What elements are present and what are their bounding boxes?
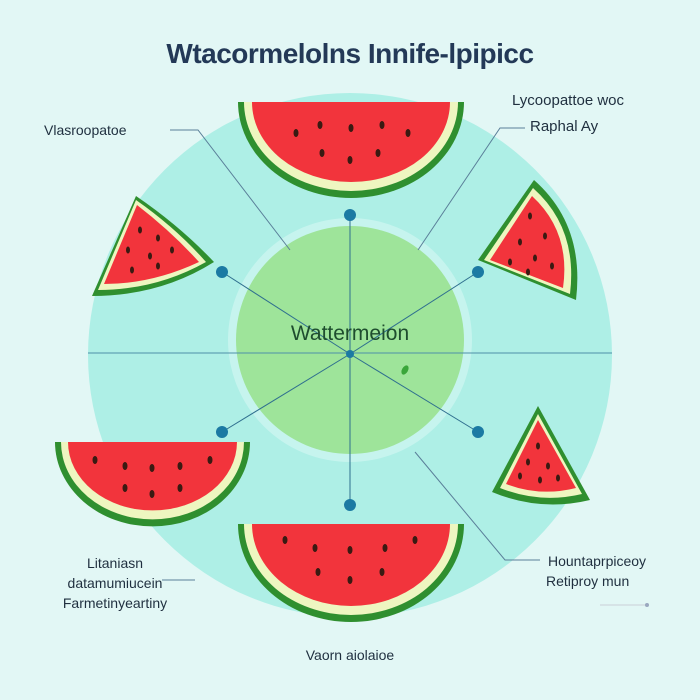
diagram-title: Wtacormelolns Innife-lpipicc: [166, 38, 534, 69]
center-label: Wattermeion: [290, 322, 410, 345]
center-seed-icon: [401, 365, 409, 375]
dot-lower-left: [216, 426, 228, 438]
watermelon-slice-bottom-icon: [238, 524, 464, 622]
dot-tick: [645, 603, 649, 607]
label-bottom-left-line3: Farmetinyeartiny: [62, 595, 168, 611]
leader-top-left: [170, 129, 291, 251]
watermelon-wedge-upper-left-icon: [92, 196, 214, 296]
label-top-right-line2: Raphal Ay: [530, 118, 599, 135]
label-bottom-right-line2: Retiproy mun: [546, 573, 630, 589]
leader-lines: [162, 127, 646, 612]
label-top-left: Vlasroopatoe: [44, 122, 127, 138]
spoke-dots: [216, 209, 649, 614]
dot-center: [346, 350, 354, 358]
dot-bottom: [344, 499, 356, 511]
watermelon-slice-lower-left-icon: [55, 442, 250, 527]
label-bottom-right-line1: Hountaprpiceoy: [548, 553, 647, 569]
dot-upper-left: [216, 266, 228, 278]
spoke-upper-left: [221, 271, 351, 355]
spoke-upper-right: [349, 271, 479, 355]
dot-upper-right: [472, 266, 484, 278]
watermelon-wedge-upper-right-icon: [478, 180, 578, 300]
spoke-lower-right: [349, 353, 479, 433]
spoke-lower-left: [221, 353, 351, 433]
label-bottom-left-line2: datamumiucein: [67, 575, 163, 591]
label-bottom-left: Litaniasn datamumiucein Farmetinyeartiny: [40, 553, 190, 613]
leader-bottom-right: [414, 451, 540, 561]
dot-lower-right: [472, 426, 484, 438]
watermelon-slice-top-icon: [238, 102, 464, 198]
label-bottom-left-line1: Litaniasn: [86, 555, 144, 571]
label-bottom: Vaorn aiolaioe: [305, 647, 395, 663]
watermelon-wedge-lower-right-icon: [492, 406, 590, 505]
label-top-right-line1: Lycoopattoe woc: [512, 92, 625, 109]
dot-top: [344, 209, 356, 221]
spokes: [221, 215, 479, 505]
leader-top-right: [417, 127, 525, 251]
